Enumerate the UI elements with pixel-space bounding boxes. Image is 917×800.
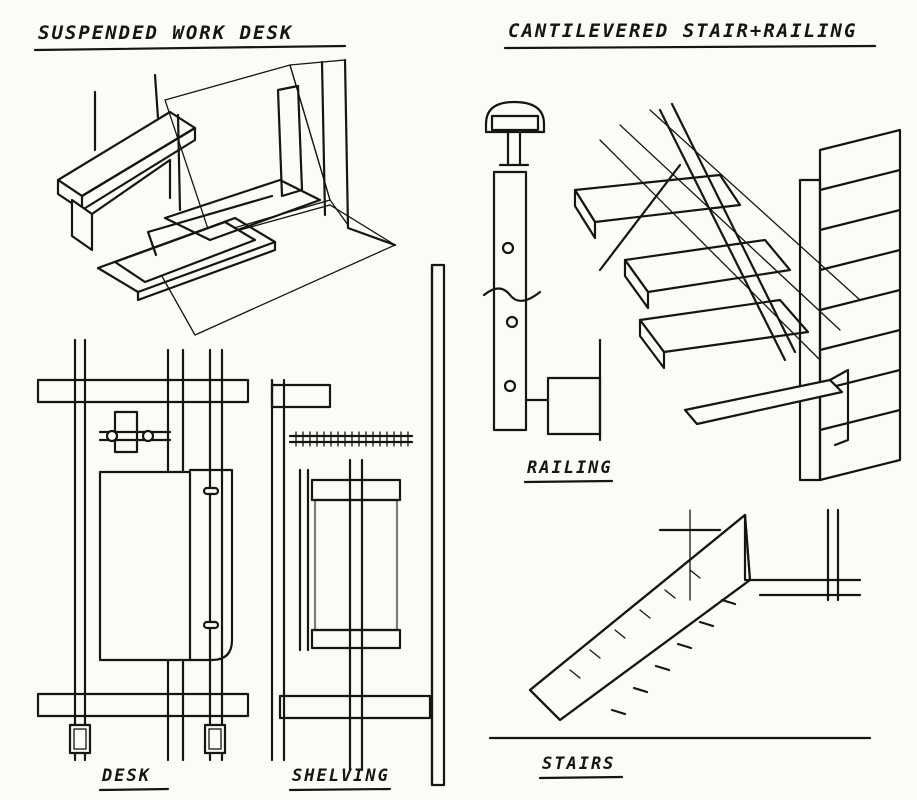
shelving-elevation-drawing	[270, 263, 446, 787]
cantilevered-stair-iso-drawing	[573, 102, 902, 482]
railing-detail-drawing	[482, 100, 602, 442]
desk-label: DESK	[102, 766, 151, 786]
stairs-elevation-drawing	[488, 508, 872, 740]
suspended-desk-title: SUSPENDED WORK DESK	[38, 22, 294, 44]
cantilevered-stair-title: CANTILEVERED STAIR+RAILING	[508, 20, 858, 42]
stairs-label: STAIRS	[542, 754, 616, 774]
suspended-desk-iso-drawing	[56, 58, 397, 336]
desk-elevation-drawing	[36, 338, 250, 762]
title-underlines	[33, 44, 877, 792]
railing-label: RAILING	[527, 458, 613, 478]
shelving-label: SHELVING	[292, 766, 390, 786]
